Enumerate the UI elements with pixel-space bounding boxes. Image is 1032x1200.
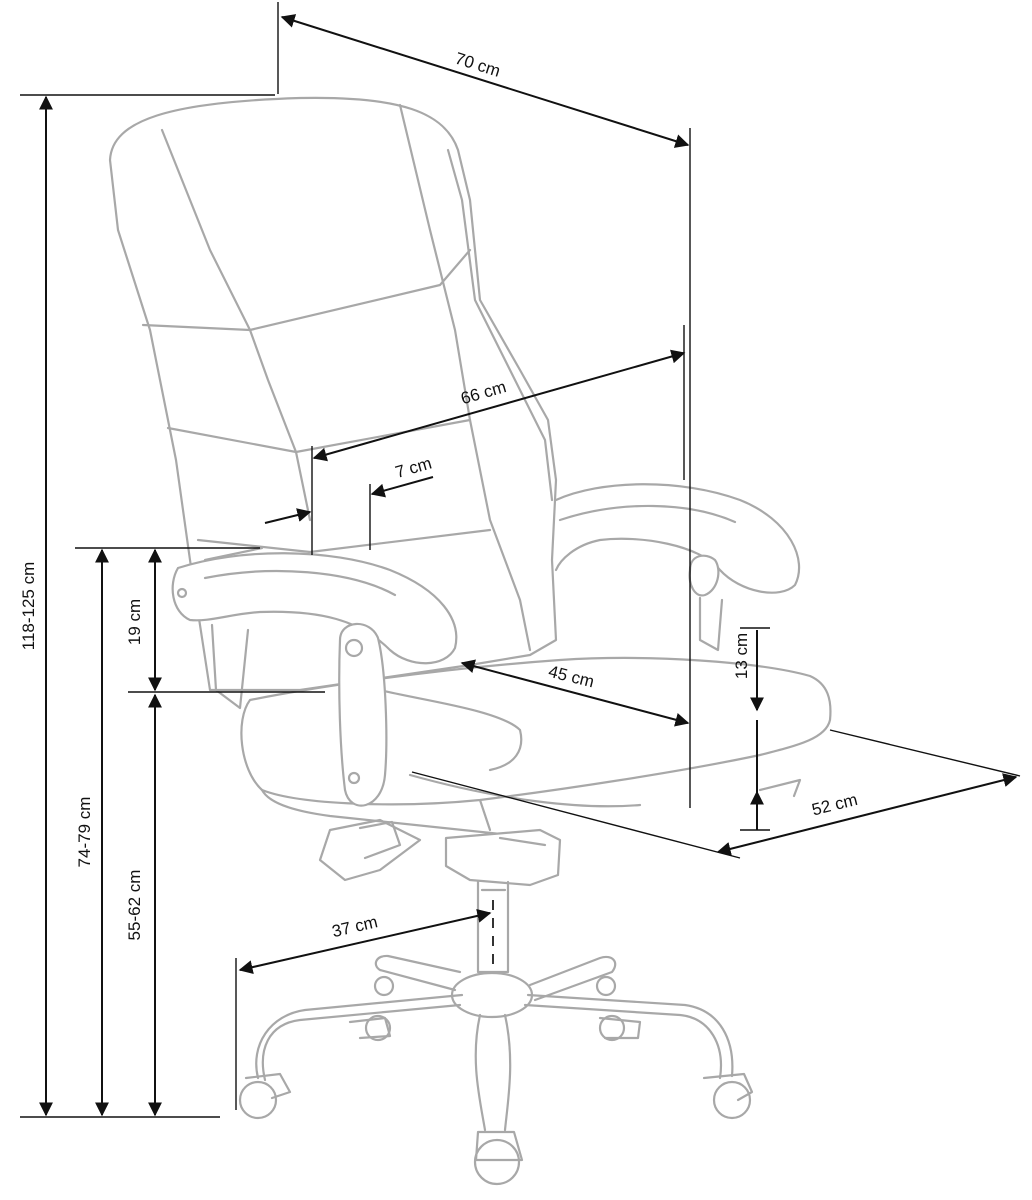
dimension-labels: 70 cm 66 cm 7 cm 118-125 cm 74-79 cm 19 … bbox=[19, 49, 859, 941]
dim-line-seat-depth bbox=[716, 773, 1018, 856]
left-armrest bbox=[171, 546, 458, 807]
dim-line-overall-width bbox=[280, 14, 690, 148]
label-base-radius: 37 cm bbox=[330, 912, 379, 941]
dim-line-seat-width bbox=[460, 659, 690, 727]
five-star-base bbox=[255, 954, 734, 1132]
dim-line-armrest-width-2 bbox=[370, 476, 434, 498]
gas-cylinder bbox=[476, 880, 510, 975]
label-seat-height: 55-62 cm bbox=[125, 870, 144, 941]
dim-line-armrest-width bbox=[264, 508, 312, 524]
label-backrest-width: 66 cm bbox=[459, 377, 509, 408]
label-armrest-above-seat: 19 cm bbox=[125, 599, 144, 645]
dim-line-base-radius bbox=[238, 908, 492, 975]
label-total-height: 118-125 cm bbox=[19, 562, 38, 651]
chair-drawing bbox=[108, 96, 832, 1186]
label-overall-width: 70 cm bbox=[453, 49, 503, 81]
right-armrest bbox=[554, 483, 801, 652]
label-seat-depth: 52 cm bbox=[810, 790, 860, 820]
label-armrest-height: 74-79 cm bbox=[75, 797, 94, 868]
dimension-lines bbox=[20, 2, 1021, 1118]
label-seat-thickness: 13 cm bbox=[732, 633, 751, 679]
casters bbox=[238, 975, 754, 1186]
dim-line-backrest-width bbox=[312, 349, 686, 462]
footrest-mechanism bbox=[318, 778, 802, 887]
